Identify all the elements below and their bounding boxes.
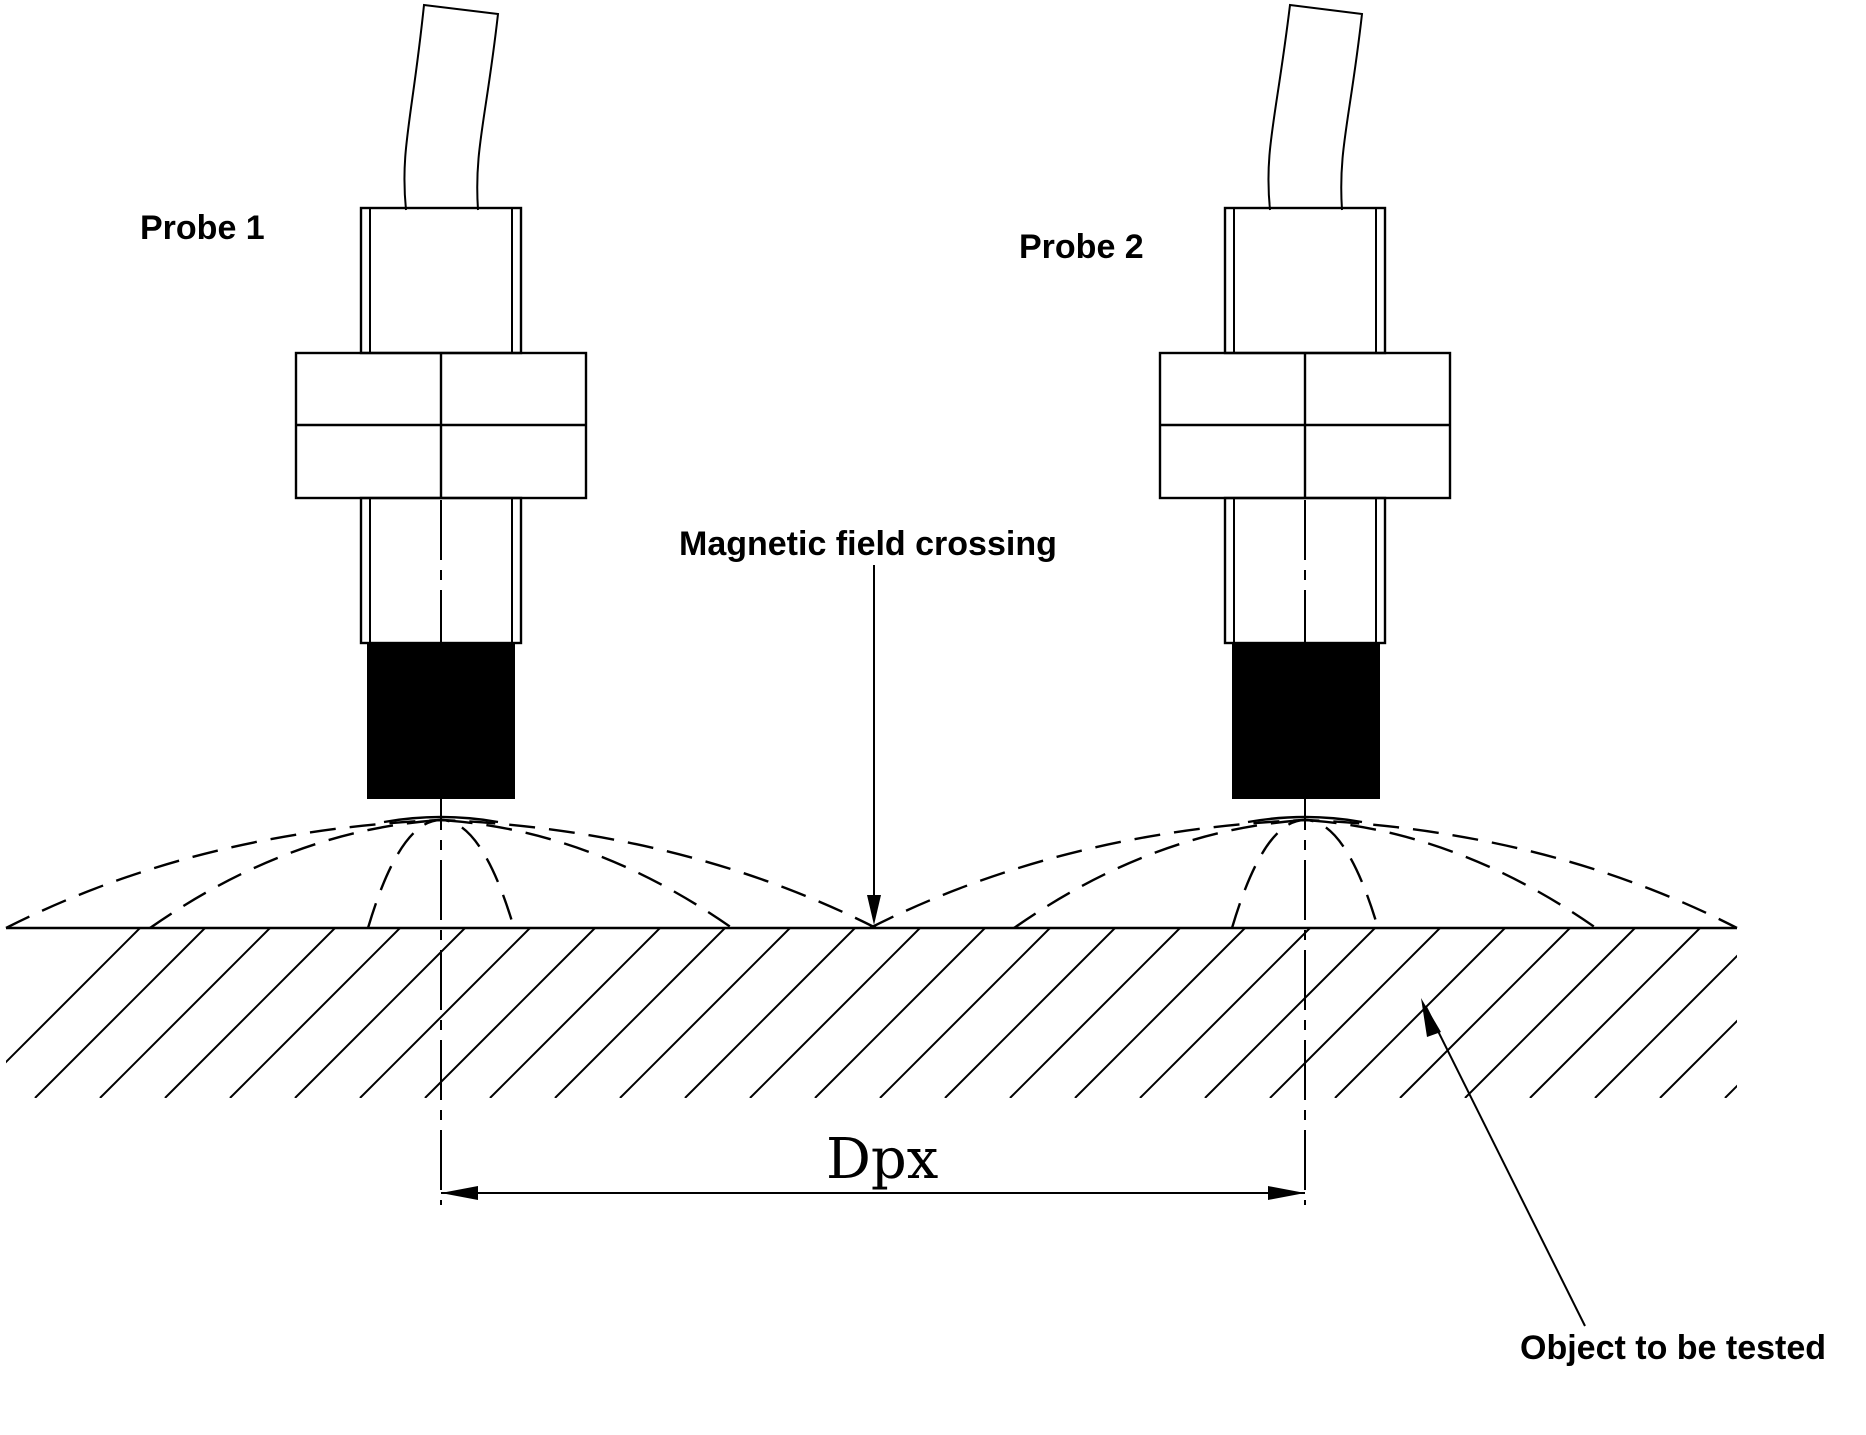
hatch-line bbox=[294, 928, 466, 1098]
test-object bbox=[6, 926, 1866, 1098]
hatch-line bbox=[619, 928, 791, 1098]
probe-2 bbox=[1158, 3, 1452, 799]
dimension-arrow-right bbox=[1268, 1186, 1305, 1200]
hatch-line bbox=[1790, 928, 1866, 1098]
crossing-arrowhead bbox=[867, 895, 881, 925]
hatch-line bbox=[1855, 928, 1866, 1098]
probe-1-label: Probe 1 bbox=[140, 209, 265, 247]
hatch-line bbox=[1074, 928, 1246, 1098]
hatch-line bbox=[489, 928, 661, 1098]
probe-2-cable bbox=[1267, 3, 1364, 211]
distance-dimension: Dpx bbox=[441, 1127, 1305, 1200]
hatch-line bbox=[34, 928, 206, 1098]
magnetic-field-label: Magnetic field crossing bbox=[679, 525, 1057, 563]
probe-2-field-lines bbox=[869, 815, 1738, 930]
probe-2-label: Probe 2 bbox=[1019, 228, 1144, 266]
probe-1-cable bbox=[403, 3, 500, 211]
hatch-line bbox=[814, 928, 986, 1098]
hatch-line bbox=[1529, 928, 1701, 1098]
hatch-line bbox=[1334, 928, 1506, 1098]
object-arrowhead bbox=[1421, 998, 1441, 1037]
hatch-line bbox=[554, 928, 726, 1098]
hatch-line bbox=[1594, 954, 1737, 1098]
distance-label: Dpx bbox=[826, 1127, 938, 1192]
hatch-line bbox=[1204, 928, 1376, 1098]
hatch-line bbox=[1399, 928, 1571, 1098]
dimension-arrow-left bbox=[441, 1186, 478, 1200]
hatch-line bbox=[684, 928, 856, 1098]
hatch-line bbox=[1464, 928, 1636, 1098]
hatch-line bbox=[1659, 1019, 1737, 1098]
hatch-line bbox=[944, 928, 1116, 1098]
hatch-line bbox=[359, 928, 531, 1098]
hatch-line bbox=[229, 928, 401, 1098]
object-label: Object to be tested bbox=[1520, 1329, 1826, 1367]
hatch-line bbox=[1269, 928, 1441, 1098]
probe-1-upper-body bbox=[359, 206, 523, 355]
hatch-line bbox=[424, 928, 596, 1098]
hatch-line bbox=[1139, 928, 1311, 1098]
hatch-line bbox=[6, 928, 141, 1064]
probe-2-upper-body bbox=[1223, 206, 1387, 355]
probe-1-field-lines bbox=[5, 815, 877, 930]
object-hatching bbox=[6, 928, 1866, 1098]
hatch-line bbox=[1724, 1084, 1737, 1098]
hatch-line bbox=[164, 928, 336, 1098]
hatch-line bbox=[99, 928, 271, 1098]
hatch-line bbox=[749, 928, 921, 1098]
hatch-line bbox=[879, 928, 1051, 1098]
hatch-line bbox=[1009, 928, 1181, 1098]
object-leader-line bbox=[1425, 1006, 1586, 1327]
probe-1 bbox=[294, 3, 588, 799]
